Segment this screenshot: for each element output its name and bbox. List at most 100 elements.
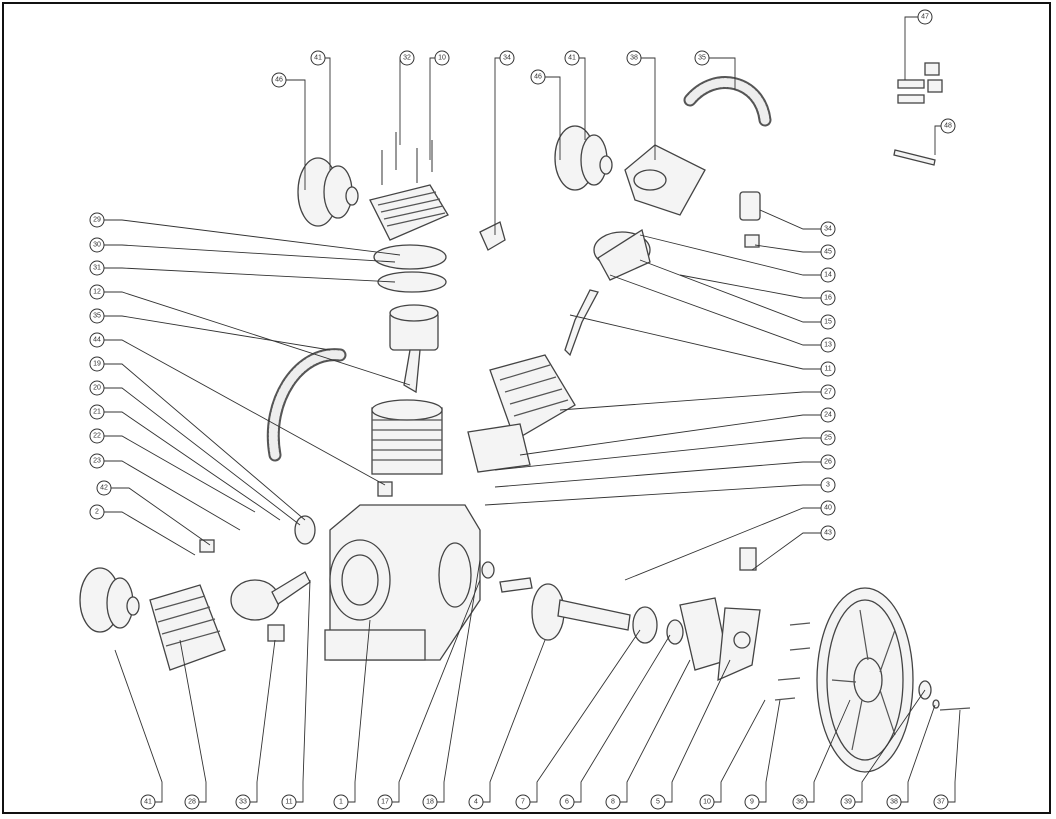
air-filter-top-left bbox=[297, 157, 359, 227]
cylinder-left bbox=[371, 399, 443, 475]
leader-line bbox=[104, 219, 401, 256]
part-callout: 11 bbox=[569, 314, 836, 377]
callout-circle bbox=[820, 407, 836, 423]
leader-line bbox=[559, 391, 821, 411]
crankshaft bbox=[499, 577, 631, 641]
callout-circle bbox=[399, 50, 415, 66]
part-callout: 41 bbox=[114, 649, 163, 810]
leader-line bbox=[569, 314, 821, 370]
leader-line bbox=[250, 639, 276, 803]
air-filter-top-right bbox=[554, 125, 613, 191]
callout-number: 32 bbox=[403, 55, 411, 62]
part-callout: 38 bbox=[626, 50, 656, 160]
callout-circle bbox=[650, 794, 666, 810]
leader-line bbox=[579, 57, 586, 140]
leader-line bbox=[104, 339, 386, 486]
part-callout: 46 bbox=[530, 69, 561, 160]
callout-circle bbox=[89, 404, 105, 420]
leader-line bbox=[807, 699, 851, 803]
callout-circle bbox=[820, 430, 836, 446]
callout-circle bbox=[89, 428, 105, 444]
leader-line bbox=[104, 511, 196, 556]
leader-line bbox=[483, 639, 546, 803]
callout-number: 27 bbox=[824, 389, 832, 396]
part-callout: 22 bbox=[89, 428, 256, 513]
part-callout: 30 bbox=[89, 237, 396, 263]
part-callout: 17 bbox=[377, 579, 481, 810]
callout-number: 41 bbox=[314, 55, 322, 62]
leader-line bbox=[111, 487, 211, 546]
callout-number: 25 bbox=[824, 435, 832, 442]
leader-line bbox=[754, 244, 821, 253]
callout-number: 31 bbox=[93, 265, 101, 272]
leader-line bbox=[665, 659, 731, 803]
callout-number: 48 bbox=[944, 123, 952, 130]
callout-circle bbox=[310, 50, 326, 66]
callout-circle bbox=[89, 504, 105, 520]
callout-circle bbox=[89, 308, 105, 324]
part-callout: 47 bbox=[904, 9, 933, 80]
part-callout: 3 bbox=[484, 477, 836, 506]
part-callout: 34 bbox=[494, 50, 515, 235]
callout-number: 8 bbox=[611, 799, 615, 806]
leader-line bbox=[437, 559, 481, 803]
oil-filter bbox=[739, 547, 757, 571]
callout-circle bbox=[559, 794, 575, 810]
callout-number: 17 bbox=[381, 799, 389, 806]
leader-line bbox=[709, 57, 736, 90]
callout-circle bbox=[605, 794, 621, 810]
leader-line bbox=[609, 274, 821, 346]
callout-number: 21 bbox=[93, 409, 101, 416]
callout-circle bbox=[434, 50, 450, 66]
bolts bbox=[774, 622, 971, 711]
part-callout: 34 bbox=[759, 209, 836, 237]
callout-number: 41 bbox=[144, 799, 152, 806]
part-callout: 12 bbox=[89, 284, 411, 386]
elbow-fitting bbox=[479, 221, 506, 251]
leader-line bbox=[639, 259, 821, 323]
part-callout: 4 bbox=[468, 639, 546, 810]
callout-circle bbox=[886, 794, 902, 810]
valve-plate-left bbox=[373, 244, 447, 293]
leader-line bbox=[751, 532, 821, 571]
callout-number: 7 bbox=[521, 799, 525, 806]
callout-number: 20 bbox=[93, 385, 101, 392]
callout-circle bbox=[377, 794, 393, 810]
air-filter-bottom-left bbox=[79, 567, 140, 633]
callout-number: 16 bbox=[824, 295, 832, 302]
cylinder-head-bottom bbox=[149, 584, 226, 671]
cylinder-right bbox=[467, 354, 576, 473]
part-callout: 35 bbox=[89, 308, 331, 351]
callout-number: 22 bbox=[93, 433, 101, 440]
callout-number: 10 bbox=[438, 55, 446, 62]
callout-circle bbox=[820, 454, 836, 470]
callout-number: 46 bbox=[534, 74, 542, 81]
part-callout: 6 bbox=[559, 634, 671, 810]
small-parts bbox=[199, 481, 495, 579]
callout-circle bbox=[820, 337, 836, 353]
part-callout: 15 bbox=[639, 259, 836, 330]
leader-line bbox=[104, 291, 411, 386]
leader-line bbox=[325, 57, 331, 170]
callout-number: 46 bbox=[275, 77, 283, 84]
callout-number: 33 bbox=[239, 799, 247, 806]
part-callout: 44 bbox=[89, 332, 386, 486]
part-callout: 10 bbox=[699, 699, 766, 810]
piston-bottom bbox=[230, 571, 311, 642]
leader-line bbox=[399, 57, 414, 145]
part-callout: 18 bbox=[422, 559, 481, 810]
callout-number: 10 bbox=[703, 799, 711, 806]
callout-circle bbox=[820, 221, 836, 237]
part-callout: 38 bbox=[886, 704, 936, 810]
part-callout: 42 bbox=[96, 480, 211, 546]
callout-number: 23 bbox=[93, 458, 101, 465]
callout-circle bbox=[820, 384, 836, 400]
accessories bbox=[893, 62, 943, 166]
callout-number: 5 bbox=[656, 799, 660, 806]
callout-circle bbox=[820, 290, 836, 306]
part-callout: 26 bbox=[494, 454, 836, 488]
bearing bbox=[632, 606, 684, 645]
part-callout: 25 bbox=[494, 430, 836, 471]
